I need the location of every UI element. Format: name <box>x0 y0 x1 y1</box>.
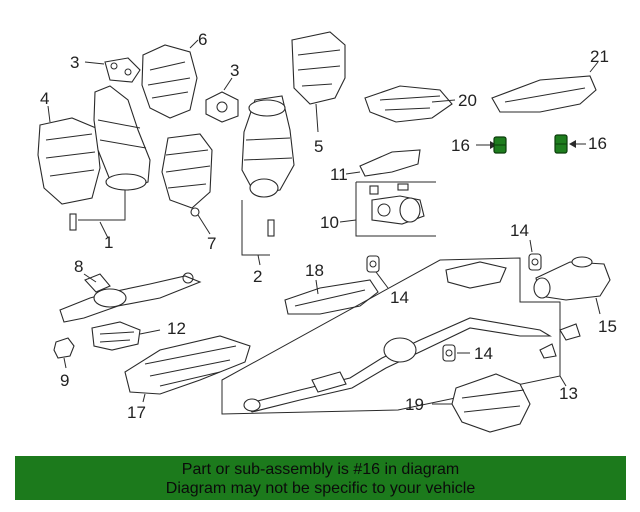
arrow-16-right <box>569 140 576 148</box>
callout-18: 18 <box>305 261 324 280</box>
callout-21: 21 <box>590 47 609 66</box>
part-13-exhaust-assembly <box>221 257 581 415</box>
callout-14-center: 14 <box>390 288 409 307</box>
callout-8: 8 <box>74 257 83 276</box>
callout-10: 10 <box>320 213 339 232</box>
part-20-heat-shield <box>364 85 456 123</box>
callout-9: 9 <box>60 371 69 390</box>
part-6-heat-shield <box>141 39 199 119</box>
callout-11: 11 <box>330 165 348 184</box>
callout-19: 19 <box>405 395 424 414</box>
part-21-heat-shield <box>491 61 599 113</box>
part-14-hanger-top <box>528 239 542 271</box>
part-7-heat-shield <box>161 133 213 235</box>
callout-3-center: 3 <box>230 61 239 80</box>
callout-15: 15 <box>598 317 617 336</box>
callout-4: 4 <box>40 89 49 108</box>
banner-line-2: Diagram may not be specific to your vehi… <box>165 480 476 497</box>
fitment-note-banner: Part or sub-assembly is #16 in diagram D… <box>15 456 626 500</box>
part-18-heat-shield <box>284 279 379 315</box>
part-16-nut-left <box>493 136 507 154</box>
part-3-gasket-left <box>84 57 141 83</box>
callout-17: 17 <box>127 403 146 422</box>
part-12-bracket <box>91 321 161 351</box>
part-19-heat-shield <box>432 373 531 433</box>
callout-16-left: 16 <box>451 136 470 155</box>
callout-16-right: 16 <box>588 134 607 153</box>
callout-13: 13 <box>559 384 578 403</box>
callout-2: 2 <box>253 267 262 286</box>
part-14-hanger-lower <box>442 344 470 362</box>
callout-7: 7 <box>207 234 216 253</box>
callout-5: 5 <box>314 137 323 156</box>
callout-1: 1 <box>104 233 113 252</box>
part-8-front-pipe <box>59 272 202 323</box>
callout-14-top: 14 <box>510 221 529 240</box>
part-9-mount <box>53 337 75 369</box>
part-17-heat-shield <box>124 335 251 403</box>
part-14-hanger-center <box>366 255 389 289</box>
part-11-heat-shield <box>345 149 421 177</box>
callout-6: 6 <box>198 30 207 49</box>
part-5-heat-shield <box>291 31 346 133</box>
part-2-converter <box>241 95 295 266</box>
part-3-gasket-center <box>205 77 239 123</box>
callout-14-lower: 14 <box>474 344 493 363</box>
part-16-nut-right <box>554 134 568 154</box>
part-10-flange-set <box>339 181 436 237</box>
banner-line-1: Part or sub-assembly is #16 in diagram <box>181 461 460 478</box>
callout-3-left: 3 <box>70 53 79 72</box>
part-4-heat-shield <box>37 105 101 205</box>
callout-20: 20 <box>458 91 477 110</box>
part-15-muffler <box>533 256 611 315</box>
callout-12: 12 <box>167 319 186 338</box>
part-1-converter <box>69 85 151 239</box>
